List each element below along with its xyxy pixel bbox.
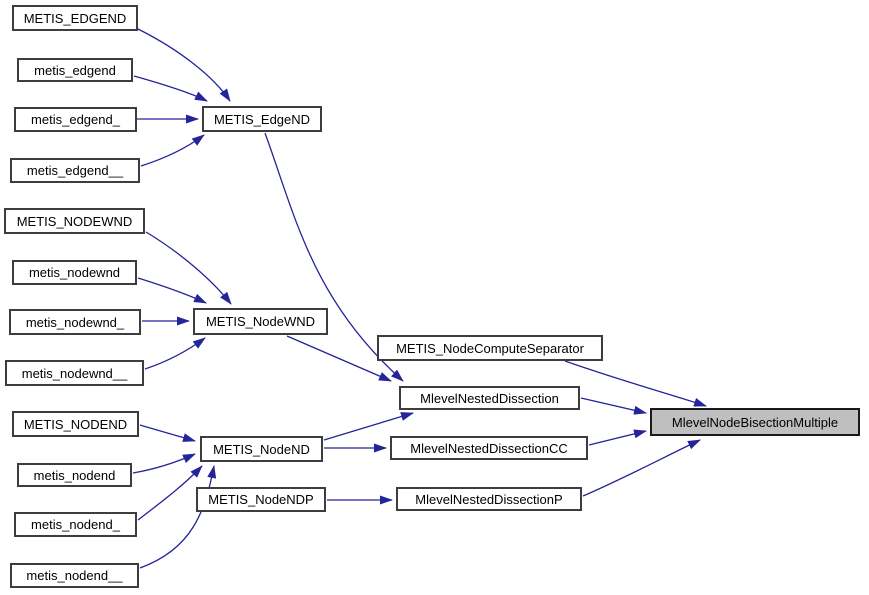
edge-metis_edgend--METIS_EdgeND bbox=[133, 75, 208, 102]
edge-METIS_NODEND--METIS_NodeND bbox=[139, 424, 196, 442]
edge-METIS_NodeComputeSeparator--MlevelNodeBisectionMultiple bbox=[564, 360, 707, 407]
node-metis_edgend[interactable]: metis_edgend bbox=[17, 58, 133, 82]
edge-metis_nodend--METIS_NodeND bbox=[132, 453, 196, 474]
edge-METIS_NodeND--MlevelNestedDissection bbox=[323, 412, 414, 441]
node-MlevelNestedDissectionP[interactable]: MlevelNestedDissectionP bbox=[396, 487, 582, 511]
edge-metis_edgend__--METIS_EdgeND bbox=[140, 134, 205, 167]
node-metis_nodend_[interactable]: metis_nodend_ bbox=[14, 512, 137, 537]
edge-MlevelNestedDissectionP--MlevelNodeBisectionMultiple bbox=[582, 439, 701, 497]
node-METIS_NODEWND[interactable]: METIS_NODEWND bbox=[4, 208, 145, 234]
edge-metis_nodewnd--METIS_NodeWND bbox=[137, 277, 207, 304]
node-metis_nodend__[interactable]: metis_nodend__ bbox=[10, 563, 139, 588]
node-MlevelNodeBisectionMultiple: MlevelNodeBisectionMultiple bbox=[650, 408, 860, 436]
node-MlevelNestedDissectionCC[interactable]: MlevelNestedDissectionCC bbox=[390, 436, 588, 460]
edge-MlevelNestedDissection--MlevelNodeBisectionMultiple bbox=[580, 397, 647, 415]
node-METIS_NodeND[interactable]: METIS_NodeND bbox=[200, 436, 323, 462]
node-metis_nodewnd__[interactable]: metis_nodewnd__ bbox=[5, 360, 144, 386]
node-metis_edgend__[interactable]: metis_edgend__ bbox=[10, 158, 140, 183]
edge-METIS_EdgeND--MlevelNestedDissection bbox=[264, 132, 404, 382]
node-METIS_NodeComputeSeparator[interactable]: METIS_NodeComputeSeparator bbox=[377, 335, 603, 361]
edge-metis_nodend__--METIS_NodeND bbox=[139, 465, 217, 569]
node-metis_nodend[interactable]: metis_nodend bbox=[17, 463, 132, 487]
edge-METIS_NODEWND--METIS_NodeWND bbox=[145, 231, 232, 305]
edge-metis_nodend_--METIS_NodeND bbox=[137, 465, 203, 521]
node-MlevelNestedDissection[interactable]: MlevelNestedDissection bbox=[399, 386, 580, 410]
node-metis_edgend_[interactable]: metis_edgend_ bbox=[14, 107, 137, 132]
node-metis_nodewnd[interactable]: metis_nodewnd bbox=[12, 260, 137, 285]
edge-METIS_NodeWND--MlevelNestedDissection bbox=[286, 335, 392, 382]
node-METIS_EDGEND[interactable]: METIS_EDGEND bbox=[12, 5, 138, 31]
node-METIS_NodeWND[interactable]: METIS_NodeWND bbox=[193, 308, 328, 335]
edge-METIS_EDGEND--METIS_EdgeND bbox=[137, 28, 231, 102]
edge-metis_nodewnd__--METIS_NodeWND bbox=[144, 337, 206, 370]
node-metis_nodewnd_[interactable]: metis_nodewnd_ bbox=[9, 309, 141, 335]
node-METIS_NodeNDP[interactable]: METIS_NodeNDP bbox=[196, 487, 326, 512]
node-METIS_NODEND[interactable]: METIS_NODEND bbox=[12, 411, 139, 437]
node-METIS_EdgeND[interactable]: METIS_EdgeND bbox=[202, 106, 322, 132]
edge-MlevelNestedDissectionCC--MlevelNodeBisectionMultiple bbox=[588, 429, 647, 446]
